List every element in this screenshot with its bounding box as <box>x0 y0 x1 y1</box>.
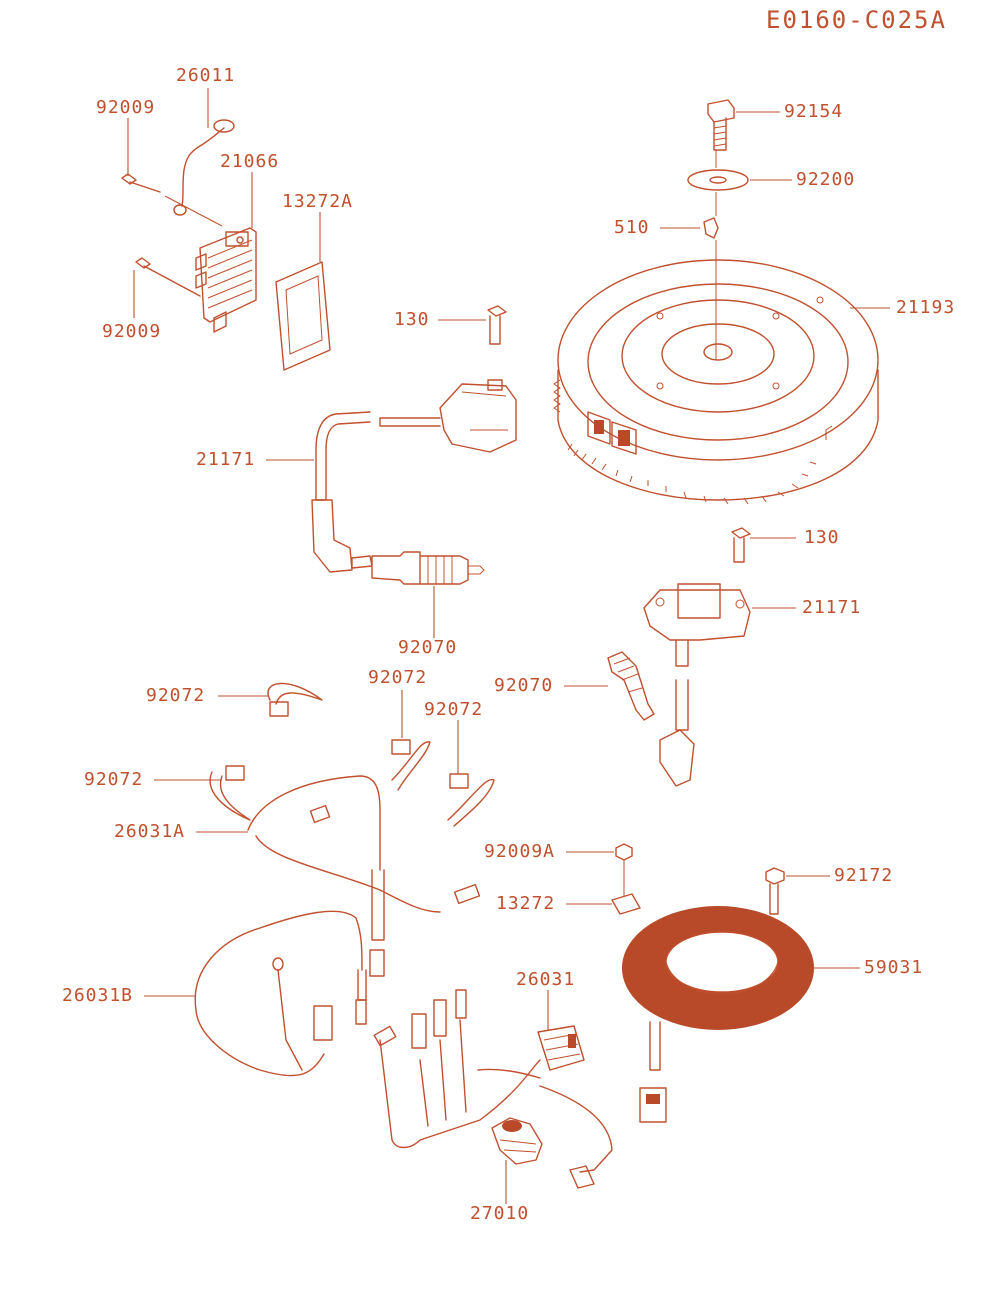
part-label-27010: 27010 <box>470 1203 530 1224</box>
spark-plug-right <box>607 651 655 721</box>
part-label-59031: 59031 <box>864 957 924 978</box>
part-label-92072-b: 92072 <box>368 667 428 688</box>
part-label-92009-bottom: 92009 <box>102 321 162 342</box>
part-label-510: 510 <box>614 217 650 238</box>
ground-lead-eye <box>173 204 187 216</box>
part-label-92200: 92200 <box>796 169 856 190</box>
part-label-92072-d: 92072 <box>84 769 144 790</box>
stator-assembly <box>611 843 814 1123</box>
part-label-13272A: 13272A <box>282 191 354 212</box>
flywheel-hub <box>621 299 815 413</box>
screw-92009-top <box>121 173 161 193</box>
harness-26031-main <box>379 1039 541 1149</box>
part-label-92009A: 92009A <box>484 841 556 862</box>
part-label-130-top: 130 <box>394 309 430 330</box>
part-label-26031B: 26031B <box>62 985 134 1006</box>
screw-92009-bottom <box>135 257 201 297</box>
ignition-coil-right <box>607 527 751 787</box>
oil-pressure-switch <box>491 1117 543 1165</box>
part-label-21066: 21066 <box>220 151 280 172</box>
regulator-assembly <box>121 119 331 371</box>
part-label-21171-right: 21171 <box>802 597 862 618</box>
part-label-21193: 21193 <box>896 297 956 318</box>
stator-connector <box>639 1087 667 1123</box>
part-label-26031A: 26031A <box>114 821 186 842</box>
flywheel-washer <box>687 169 749 191</box>
part-label-26031: 26031 <box>516 969 576 990</box>
bolt-130-right <box>731 527 751 563</box>
high-tension-lead-right <box>675 639 689 731</box>
flywheel-bolt-head <box>707 99 735 123</box>
gasket-13272A <box>275 261 331 371</box>
regulator-tab <box>225 231 249 247</box>
flywheel-rim-top <box>557 259 879 461</box>
part-label-92072-a: 92072 <box>146 685 206 706</box>
wire-clamps <box>209 682 495 827</box>
spark-plug-cap-right <box>659 729 695 787</box>
screw-92172 <box>765 867 785 885</box>
part-label-92172: 92172 <box>834 865 894 886</box>
harness-26031-connector <box>537 1025 585 1071</box>
clamp-92072-b <box>391 741 431 791</box>
part-label-92070-left: 92070 <box>398 637 458 658</box>
flywheel-assembly <box>553 99 879 505</box>
flywheel-magnets <box>587 411 637 455</box>
ignition-coil-left <box>311 305 517 585</box>
part-label-92009-top: 92009 <box>96 97 156 118</box>
harness-26031B-loop <box>194 910 363 1011</box>
ground-lead-wire <box>181 127 225 207</box>
clamp-92072-d <box>209 771 251 821</box>
regulator-terminals <box>195 253 207 289</box>
part-label-130-right: 130 <box>804 527 840 548</box>
screw-92009A <box>615 843 633 861</box>
bracket-13272 <box>611 893 641 915</box>
flywheel-key <box>703 217 719 239</box>
clamp-92072-c <box>447 778 495 827</box>
flywheel-side <box>557 369 879 501</box>
ground-lead-terminal <box>213 119 235 133</box>
part-label-26011: 26011 <box>176 65 236 86</box>
spark-plug-left <box>351 551 469 585</box>
ignition-coil-left-body <box>439 383 517 453</box>
clamp-92072-a <box>267 682 323 705</box>
stator-lead <box>649 1021 661 1071</box>
part-label-13272: 13272 <box>496 893 556 914</box>
part-label-92154: 92154 <box>784 101 844 122</box>
leader-lines <box>127 88 890 1204</box>
bolt-130-top <box>487 305 507 345</box>
part-label-21171-left: 21171 <box>196 449 256 470</box>
ignition-coil-right-body <box>643 589 751 641</box>
part-label-92070-right: 92070 <box>494 675 554 696</box>
part-label-92072-c: 92072 <box>424 699 484 720</box>
flywheel-ring-gear <box>553 379 817 505</box>
diagram-code: E0160-C025A <box>766 6 947 34</box>
high-tension-lead <box>379 417 441 427</box>
spark-plug-cap-left <box>311 499 353 573</box>
harness-26031A-loop <box>247 775 381 871</box>
flywheel-bolt-shank <box>713 117 727 151</box>
wire-harnesses <box>194 775 613 1189</box>
regulator-body <box>199 227 257 323</box>
